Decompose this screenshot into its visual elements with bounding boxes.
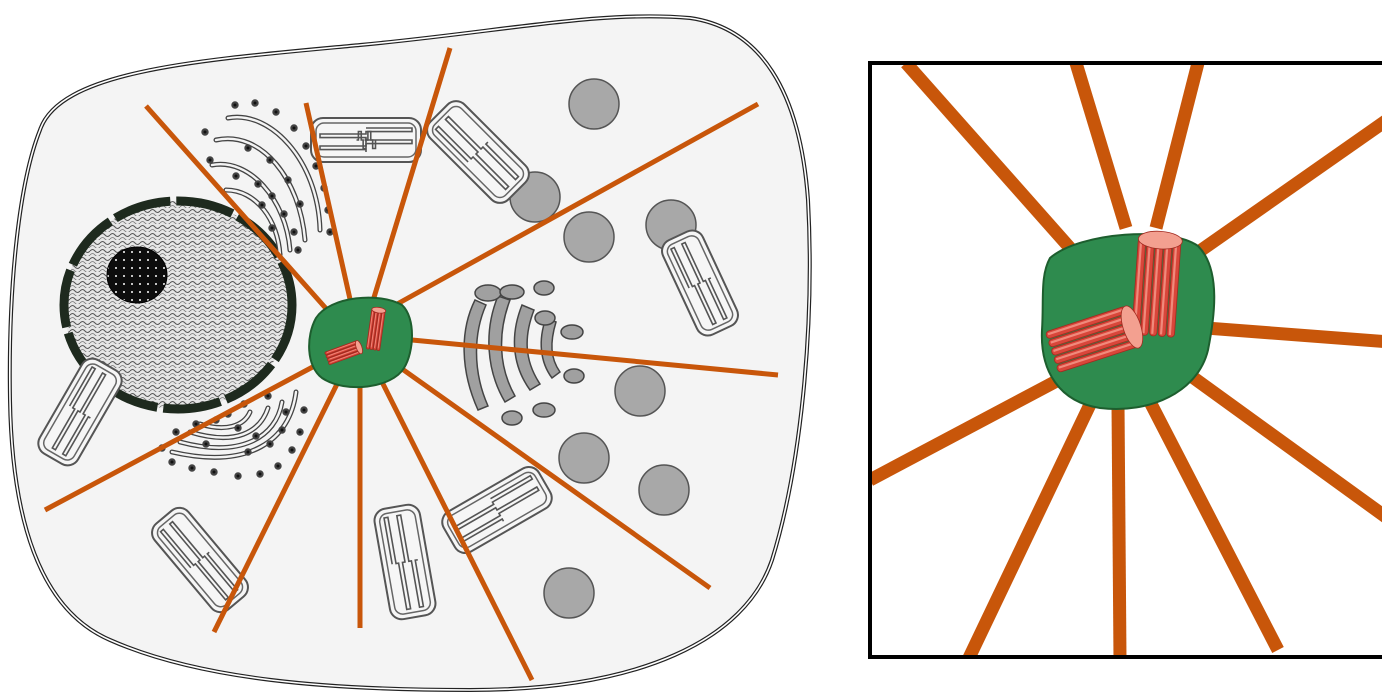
mitochondria: [37, 100, 739, 621]
microtubule: [1186, 115, 1382, 264]
mitochondrion: [356, 130, 377, 150]
ribosome: [266, 156, 274, 164]
centriole: [1131, 230, 1183, 338]
microtubule: [1205, 321, 1382, 348]
ribosome: [252, 432, 260, 440]
microtubule: [303, 102, 355, 309]
centriole: [324, 340, 363, 365]
ribosome: [296, 200, 304, 208]
ribosome: [244, 448, 252, 456]
ribosome: [290, 228, 298, 236]
ribosome: [172, 428, 180, 436]
ribosome: [234, 472, 242, 480]
ribosome: [210, 468, 218, 476]
ribosome: [288, 446, 296, 454]
zoom-panel: [868, 61, 1382, 659]
ribosome: [244, 144, 252, 152]
ribosome: [258, 201, 266, 209]
microtubule: [388, 101, 760, 311]
ribosome: [290, 124, 298, 132]
zoom-frame: [868, 61, 1382, 659]
microtubule: [1149, 63, 1205, 230]
centriole-pair: [324, 306, 387, 365]
nucleus: [59, 196, 297, 414]
microtubule: [43, 359, 324, 513]
cell-panel: [7, 14, 812, 693]
microtubule: [396, 363, 712, 591]
centriole: [1045, 305, 1144, 373]
microtubule: [870, 370, 1070, 486]
zoom-microtubules: [870, 63, 1382, 657]
microtubules: [43, 47, 779, 682]
microtubule: [1069, 63, 1133, 230]
ribosome: [326, 228, 334, 236]
microtubule: [411, 337, 779, 378]
ribosome: [268, 192, 276, 200]
nuclear-envelope: [59, 196, 297, 414]
ribosome: [201, 128, 209, 136]
microtubule: [369, 47, 453, 305]
mitochondrion: [37, 357, 123, 467]
ribosome: [168, 458, 176, 466]
centrosome: [308, 296, 413, 389]
mitochondrion: [661, 229, 739, 337]
ribosome: [256, 470, 264, 478]
ribosome: [254, 180, 262, 188]
ribosome: [294, 246, 302, 254]
nucleolus: [106, 246, 168, 304]
ribosome: [300, 406, 308, 414]
ribosome: [268, 224, 276, 232]
ribosome: [296, 428, 304, 436]
ribosome: [278, 426, 286, 434]
microtubule: [1111, 403, 1127, 657]
ribosome: [251, 99, 259, 107]
microtubule: [144, 104, 340, 324]
ribosome: [232, 172, 240, 180]
ribosome: [272, 108, 280, 116]
ribosome: [188, 464, 196, 472]
centriole: [366, 306, 387, 351]
ribosome: [282, 408, 290, 416]
microtubule: [1176, 362, 1382, 523]
rough-er-upper: [201, 99, 334, 258]
mitochondrion: [373, 503, 437, 621]
microtubule: [375, 372, 535, 682]
mitochondrion: [426, 100, 530, 204]
microtubule: [962, 389, 1102, 657]
ribosome: [231, 101, 239, 109]
ribosome: [284, 176, 292, 184]
golgi-apparatus: [463, 280, 585, 426]
zoom-centriole-pair: [1045, 230, 1183, 373]
ribosome: [280, 210, 288, 218]
ribosome: [202, 440, 210, 448]
microtubule: [1142, 395, 1284, 653]
ribosome: [302, 142, 310, 150]
ribosome: [274, 462, 282, 470]
microtubule: [211, 372, 345, 634]
ribosome: [266, 440, 274, 448]
microtubule: [901, 63, 1075, 253]
ribosome: [206, 156, 214, 164]
ribosome: [234, 424, 242, 432]
